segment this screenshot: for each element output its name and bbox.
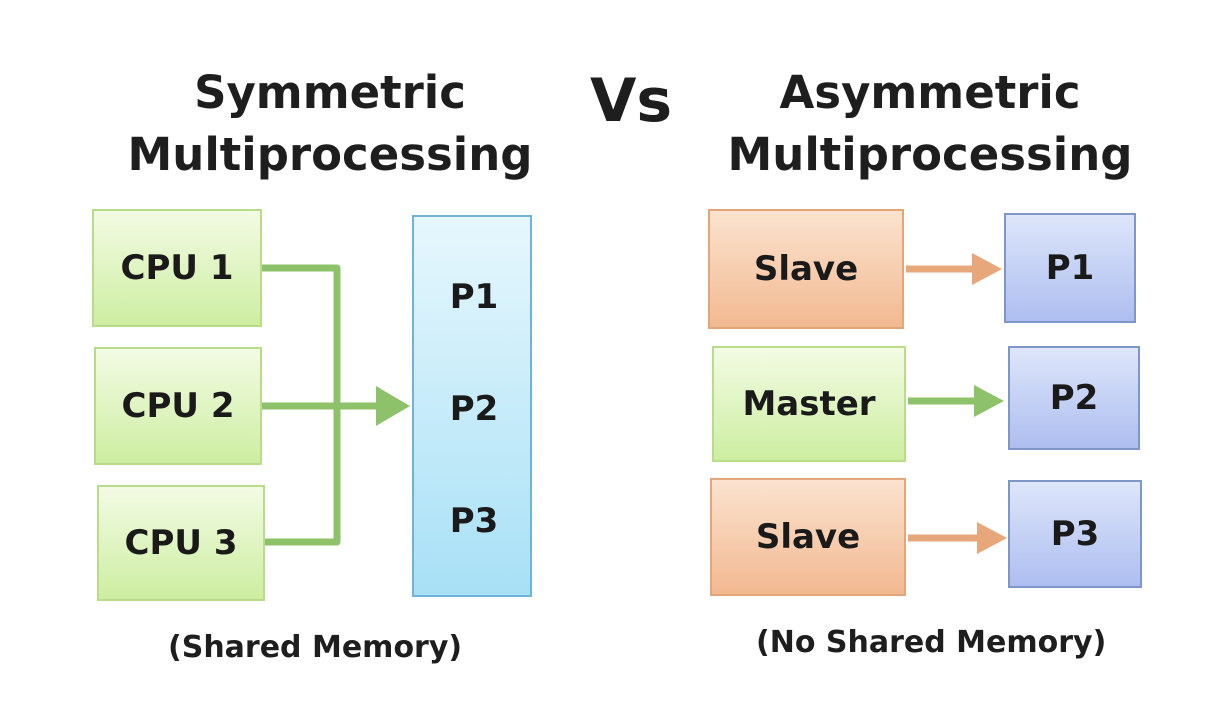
slave-1-box: Slave: [708, 209, 904, 329]
vs-label: Vs: [590, 66, 673, 136]
shared-memory-arrowhead: [376, 386, 410, 426]
cpu-2-box: CPU 2: [94, 347, 262, 465]
slave1-arrowhead: [972, 253, 1002, 285]
symmetric-title-line2: Multiprocessing: [127, 128, 533, 181]
shared-memory-block: P1 P2 P3: [412, 215, 532, 597]
slave-3-box: Slave: [710, 478, 906, 596]
symmetric-title-line1: Symmetric: [194, 66, 466, 119]
asymmetric-title: Asymmetric Multiprocessing: [710, 62, 1150, 186]
shared-memory-p3: P3: [449, 501, 499, 541]
memory-p1-box: P1: [1004, 213, 1136, 323]
asymmetric-title-line2: Multiprocessing: [727, 128, 1133, 181]
shared-memory-p1: P1: [449, 277, 499, 317]
cpu-3-box: CPU 3: [97, 485, 265, 601]
cpu-1-box: CPU 1: [92, 209, 262, 327]
slave3-arrowhead: [977, 522, 1007, 554]
no-shared-memory-caption: (No Shared Memory): [756, 625, 1107, 660]
memory-p2-box: P2: [1008, 346, 1140, 450]
memory-p3-box: P3: [1008, 480, 1142, 588]
symmetric-title: Symmetric Multiprocessing: [120, 62, 540, 186]
shared-memory-p2: P2: [449, 389, 499, 429]
shared-memory-caption: (Shared Memory): [168, 630, 463, 665]
asymmetric-title-line1: Asymmetric: [779, 66, 1081, 119]
master-box: Master: [712, 346, 906, 462]
master-arrowhead: [974, 385, 1004, 417]
